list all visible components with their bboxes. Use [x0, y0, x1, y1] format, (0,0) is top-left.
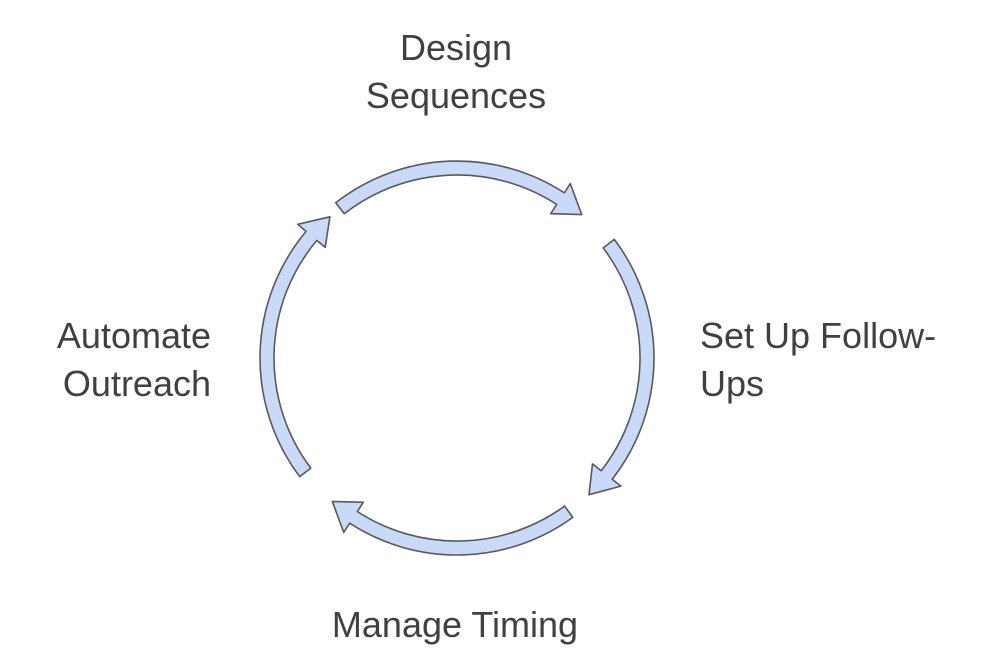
step-label-line: Ups [700, 363, 765, 404]
step-label-line: Manage Timing [331, 604, 579, 645]
step-label-line: Outreach [62, 363, 211, 404]
step-label-line: Design [399, 27, 513, 68]
step-label-design-sequences: Design Sequences [306, 24, 606, 120]
arrow-design-to-follow-ups [334, 160, 583, 216]
step-label-automate-outreach: Automate Outreach [10, 312, 211, 408]
step-label-line: Set Up Follow- [700, 315, 937, 356]
step-label-manage-timing: Manage Timing [255, 601, 655, 649]
step-label-line: Sequences [365, 75, 547, 116]
arrow-timing-to-outreach [331, 500, 574, 556]
step-label-line: Automate [56, 315, 211, 356]
arrow-follow-ups-to-timing [588, 238, 655, 496]
step-label-set-up-follow-ups: Set Up Follow- Ups [700, 312, 1000, 408]
arrow-layer [259, 160, 655, 556]
arrow-outreach-to-design [259, 216, 331, 478]
